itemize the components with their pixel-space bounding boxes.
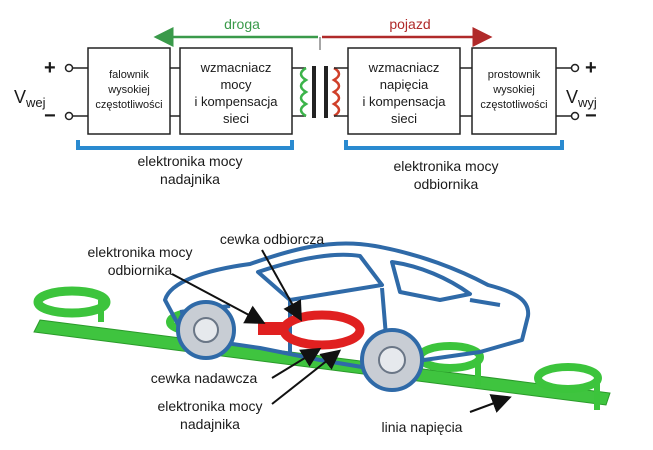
transformer-coils [299, 66, 341, 118]
pointer-supply-line [469, 394, 512, 413]
wheel-front [360, 328, 424, 392]
receiver-coil [279, 310, 365, 350]
input-terminal-bottom [64, 111, 74, 121]
input-voltage-label: Vwej [14, 87, 46, 110]
road-coil-right-2 [534, 363, 602, 410]
rx-amp-label-1: wzmacniacz [368, 60, 440, 75]
input-minus: − [44, 105, 56, 127]
rectifier-block [471, 47, 557, 135]
pointer-receiver-coil [261, 249, 302, 322]
rx-amp-label-4: sieci [391, 111, 417, 126]
output-terminal-top [570, 63, 580, 73]
tx-amp-label-3: i kompensacja [194, 94, 278, 109]
output-minus: − [585, 105, 597, 127]
label-receiver-electronics-1: elektronika mocy [87, 244, 192, 260]
rx-amp-label-3: i kompensacja [362, 94, 446, 109]
input-terminal-top [64, 63, 74, 73]
road-coil-left [33, 286, 111, 322]
inverter-label-3: częstotliwości [95, 99, 162, 111]
receiver-brace-label-1: elektronika mocy [393, 158, 498, 174]
wheel-rear [176, 300, 236, 360]
receiver-electronics-box [258, 322, 286, 335]
input-plus: + [44, 57, 56, 79]
road-arrow-label: droga [224, 16, 260, 32]
tx-amp-label-4: sieci [223, 111, 249, 126]
label-transmitter-coil: cewka nadawcza [151, 370, 258, 386]
block-diagram: droga pojazd + − Vwej falownik wysokiej … [14, 16, 597, 192]
transmitter-amplifier-block [179, 47, 293, 135]
tx-amp-label-2: mocy [220, 77, 252, 92]
pointer-transmitter-electronics [271, 349, 342, 405]
receiver-brace [344, 140, 564, 150]
transmitter-brace [76, 140, 294, 150]
label-transmitter-electronics-2: nadajnika [180, 416, 240, 432]
rectifier-label-2: wysokiej [492, 84, 535, 96]
vehicle-arrow-label: pojazd [389, 16, 430, 32]
rectifier-label-3: częstotliwości [480, 99, 547, 111]
rectifier-label-1: prostownik [488, 69, 541, 81]
pointer-receiver-electronics [171, 273, 266, 324]
label-transmitter-electronics-1: elektronika mocy [157, 398, 262, 414]
transmitter-brace-label-2: nadajnika [160, 171, 220, 187]
label-receiver-coil: cewka odbiorcza [220, 231, 324, 247]
transmitter-brace-label-1: elektronika mocy [137, 153, 242, 169]
inverter-label-2: wysokiej [107, 84, 150, 96]
receiver-amplifier-block [347, 47, 461, 135]
tx-amp-label-1: wzmacniacz [200, 60, 272, 75]
inverter-block [87, 47, 171, 135]
output-plus: + [585, 57, 597, 79]
inverter-label-1: falownik [109, 69, 149, 81]
label-supply-line: linia napięcia [382, 419, 463, 435]
receiver-brace-label-2: odbiornika [414, 176, 479, 192]
output-terminal-bottom [570, 111, 580, 121]
pointer-transmitter-coil [271, 347, 322, 379]
label-receiver-electronics-2: odbiornika [108, 262, 173, 278]
rx-amp-label-2: napięcia [380, 77, 429, 92]
car-illustration: cewka odbiorcza elektronika mocy odbiorn… [33, 231, 611, 435]
output-voltage-label: Vwyj [566, 87, 597, 110]
